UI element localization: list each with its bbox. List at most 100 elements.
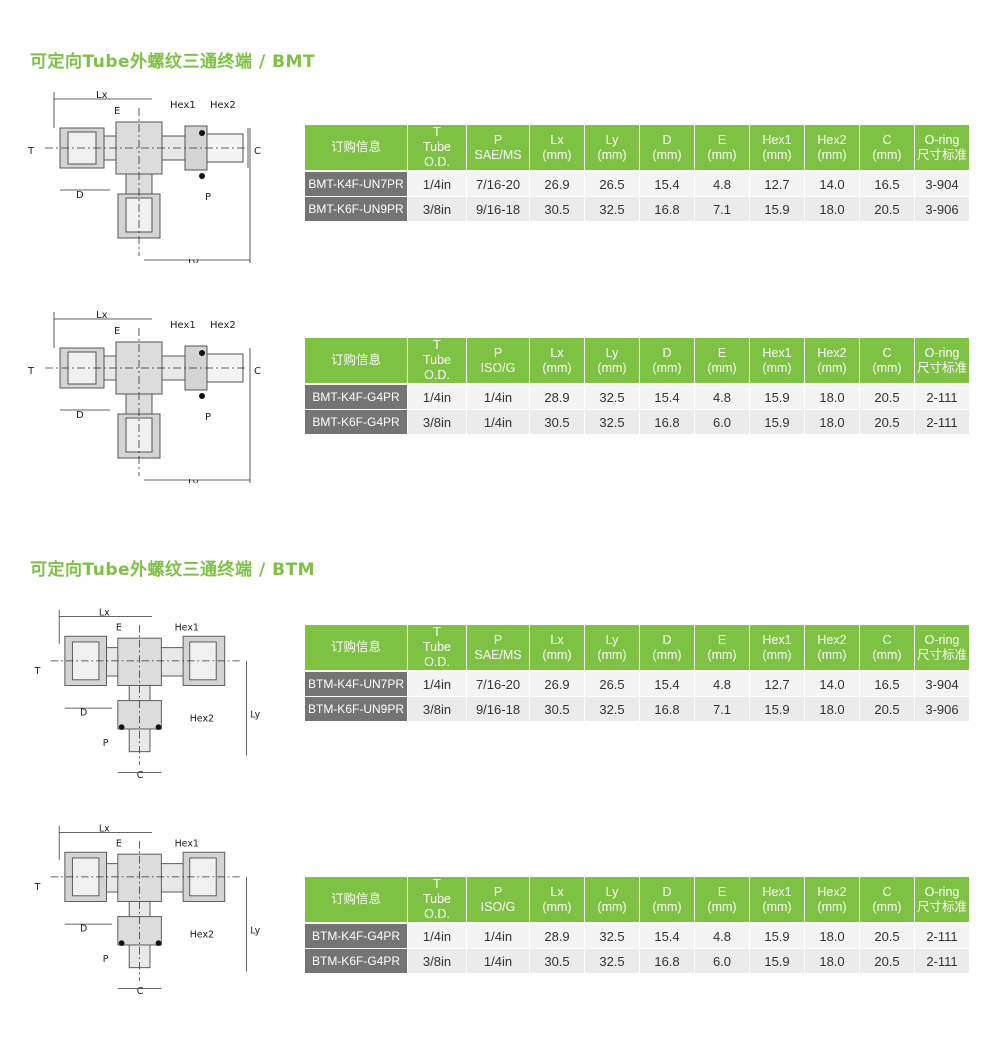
bmt-drawing-2: Lx E Hex1 Hex2 T C D P Ly [27, 310, 261, 483]
label-hex2: Hex2 [210, 320, 236, 331]
column-header: D(mm) [640, 125, 694, 172]
column-header: Hex2(mm) [805, 338, 859, 385]
column-header-line: Lx [550, 345, 564, 360]
btm-drawing-1: Lx E Hex1 Hex2 T Ly D P C [34, 607, 261, 781]
label-p: P [103, 738, 109, 749]
table-cell: 32.5 [585, 385, 639, 410]
label-p: P [205, 412, 211, 423]
table-cell: 3-906 [915, 197, 969, 222]
column-header-line: E [717, 632, 727, 647]
table-cell: 15.4 [640, 672, 694, 697]
column-header-line: P [493, 632, 503, 647]
table-cell: 26.5 [585, 672, 639, 697]
label-hex2: Hex2 [210, 100, 236, 111]
label-hex2: Hex2 [190, 713, 214, 724]
column-header-line: Tube O.D. [422, 353, 452, 382]
table-cell: 20.5 [860, 197, 914, 222]
column-header-line: (mm) [762, 360, 792, 375]
column-header-line: (mm) [872, 147, 902, 162]
column-header-line: Ly [605, 132, 619, 147]
column-header-line: P [493, 132, 503, 147]
table-cell: 2-111 [915, 410, 969, 435]
table-cell: 20.5 [860, 410, 914, 435]
table-cell: 3-904 [915, 172, 969, 197]
label-t: T [27, 366, 35, 377]
label-ly: Ly [250, 710, 260, 721]
column-header-line: Hex2 [817, 884, 847, 899]
column-header-line: (mm) [597, 147, 627, 162]
column-header-line: 订购信息 [330, 640, 381, 654]
table-cell: 26.5 [585, 172, 639, 197]
column-header-line: ISO/G [480, 899, 516, 914]
label-d: D [80, 708, 87, 719]
label-ly: Ly [250, 926, 260, 937]
table-cell: 3/8in [408, 697, 466, 722]
table-cell: 18.0 [805, 924, 859, 949]
column-header: Lx(mm) [530, 877, 584, 924]
column-header-line: Hex2 [817, 345, 847, 360]
column-header: 订购信息 [305, 338, 407, 385]
column-header-line: O-ring [924, 632, 960, 647]
table-cell: 1/4in [467, 410, 529, 435]
table-cell: 16.8 [640, 697, 694, 722]
column-header-line: Lx [550, 632, 564, 647]
column-header: Hex1(mm) [750, 877, 804, 924]
table-cell: 15.4 [640, 385, 694, 410]
model-code-cell: BMT-K4F-UN7PR [305, 172, 407, 197]
table-cell: 15.9 [750, 410, 804, 435]
column-header-line: Lx [550, 132, 564, 147]
table-cell: 20.5 [860, 924, 914, 949]
table-cell: 4.8 [695, 924, 749, 949]
table-cell: 1/4in [408, 172, 466, 197]
table-cell: 15.9 [750, 197, 804, 222]
column-header-line: 订购信息 [330, 353, 381, 367]
column-header-line: (mm) [817, 647, 847, 662]
table-cell: 32.5 [585, 924, 639, 949]
table-cell: 7/16-20 [467, 172, 529, 197]
label-hex1: Hex1 [175, 623, 199, 634]
table-cell: 3/8in [408, 197, 466, 222]
column-header-line: 订购信息 [330, 140, 381, 154]
table-cell: 16.8 [640, 410, 694, 435]
table-cell: 6.0 [695, 949, 749, 974]
column-header-line: (mm) [872, 647, 902, 662]
section-title-btm: 可定向Tube外螺纹三通终端 / BTM [30, 560, 316, 580]
table-cell: 9/16-18 [467, 697, 529, 722]
column-header-line: (mm) [817, 360, 847, 375]
column-header: E(mm) [695, 125, 749, 172]
column-header: C(mm) [860, 625, 914, 672]
column-header: Ly(mm) [585, 338, 639, 385]
model-code-cell: BTM-K6F-UN9PR [305, 697, 407, 722]
column-header-line: 订购信息 [330, 892, 381, 906]
table-cell: 4.8 [695, 385, 749, 410]
column-header-line: Tube O.D. [422, 892, 452, 921]
column-header-line: Tube O.D. [422, 140, 452, 169]
column-header: 订购信息 [305, 877, 407, 924]
label-c: C [254, 366, 261, 377]
column-header-line: (mm) [652, 360, 682, 375]
column-header: D(mm) [640, 877, 694, 924]
table-cell: 32.5 [585, 410, 639, 435]
column-header: D(mm) [640, 338, 694, 385]
table-cell: 2-111 [915, 924, 969, 949]
column-header: 订购信息 [305, 125, 407, 172]
column-header-line: Hex1 [762, 632, 792, 647]
table-cell: 30.5 [530, 697, 584, 722]
label-d: D [76, 410, 84, 421]
column-header-line: (mm) [707, 647, 737, 662]
table-cell: 18.0 [805, 410, 859, 435]
model-code-cell: BMT-K4F-G4PR [305, 385, 407, 410]
table-cell: 1/4in [408, 924, 466, 949]
column-header-line: (mm) [542, 360, 572, 375]
